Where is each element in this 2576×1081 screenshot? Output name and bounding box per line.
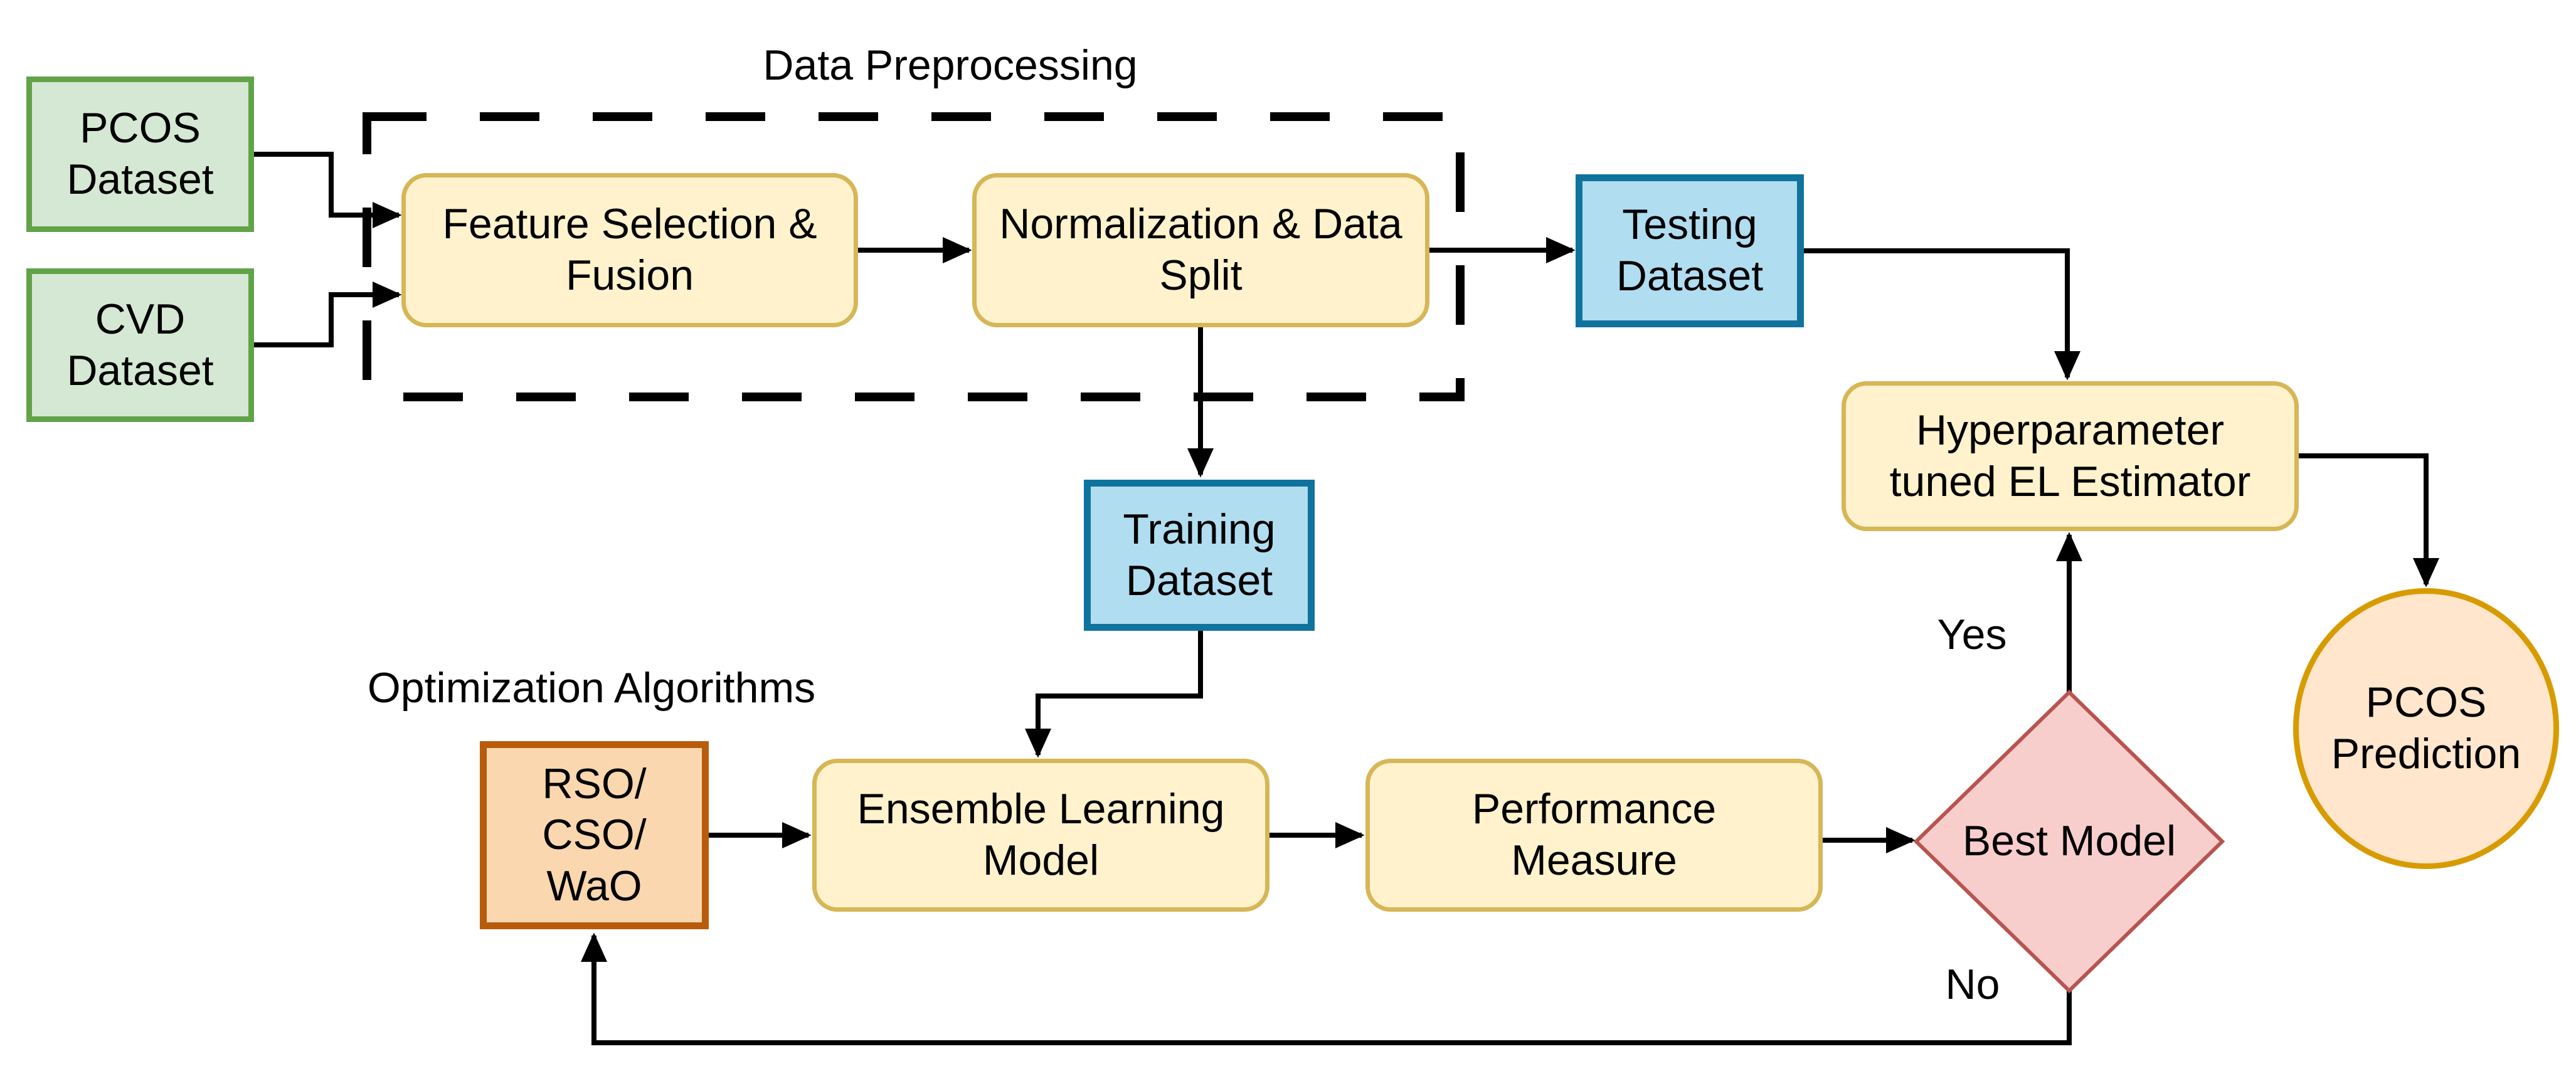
edge-hyperparameter-to-prediction <box>2299 453 2439 588</box>
node-testing-dataset-label: Testing Dataset <box>1616 201 1764 300</box>
edge-label-no: No <box>1910 957 2035 1013</box>
data-preprocessing-title-text: Data Preprocessing <box>763 41 1138 90</box>
node-pcos-prediction-label: PCOS Prediction <box>2331 678 2521 778</box>
node-training-dataset-label: Training Dataset <box>1123 505 1276 604</box>
node-performance-label: Performance Measure <box>1471 785 1717 884</box>
node-hyperparameter-label: Hyperparameter tuned EL Estimator <box>1889 406 2251 505</box>
optimization-algorithms-title: Optimization Algorithms <box>278 657 905 720</box>
data-preprocessing-title: Data Preprocessing <box>637 34 1264 97</box>
edge-label-yes-text: Yes <box>1937 611 2007 659</box>
node-pcos-prediction: PCOS Prediction <box>2293 588 2559 869</box>
edge-testing-to-hyperparameter <box>1804 248 2080 381</box>
node-pcos-dataset: PCOS Dataset <box>26 76 254 232</box>
node-normalization-label: Normalization & Data Split <box>999 200 1402 299</box>
node-feature-selection: Feature Selection & Fusion <box>401 173 858 327</box>
node-hyperparameter: Hyperparameter tuned EL Estimator <box>1842 381 2299 531</box>
node-pcos-dataset-label: PCOS Dataset <box>66 104 214 203</box>
node-cvd-dataset: CVD Dataset <box>26 268 254 422</box>
node-best-model-label: Best Model <box>1962 817 2176 865</box>
node-feature-selection-label: Feature Selection & Fusion <box>442 200 817 299</box>
node-training-dataset: Training Dataset <box>1084 480 1315 631</box>
node-performance: Performance Measure <box>1365 759 1823 912</box>
node-cvd-dataset-label: CVD Dataset <box>66 295 214 394</box>
edge-label-yes: Yes <box>1909 607 2035 663</box>
edge-label-no-text: No <box>1945 961 2000 1009</box>
optimization-algorithms-title-text: Optimization Algorithms <box>367 664 816 712</box>
node-ensemble-label: Ensemble Learning Model <box>857 785 1225 884</box>
node-ensemble: Ensemble Learning Model <box>812 759 1269 912</box>
node-testing-dataset: Testing Dataset <box>1576 174 1804 327</box>
edge-pcos-to-feature <box>254 152 402 228</box>
edge-bestmodel-no-to-optimizers <box>581 932 2072 1045</box>
node-best-model-label-box: Best Model <box>1937 810 2201 873</box>
edge-training-to-ensemble <box>1025 631 1203 758</box>
best-model-diamond-shape <box>1913 689 2225 994</box>
node-normalization: Normalization & Data Split <box>972 173 1429 327</box>
node-optimizers-label: RSO/ CSO/ WaO <box>542 759 647 910</box>
node-optimizers: RSO/ CSO/ WaO <box>480 741 709 929</box>
data-preprocessing-group-border <box>363 112 1465 401</box>
edge-cvd-to-feature <box>254 282 402 347</box>
